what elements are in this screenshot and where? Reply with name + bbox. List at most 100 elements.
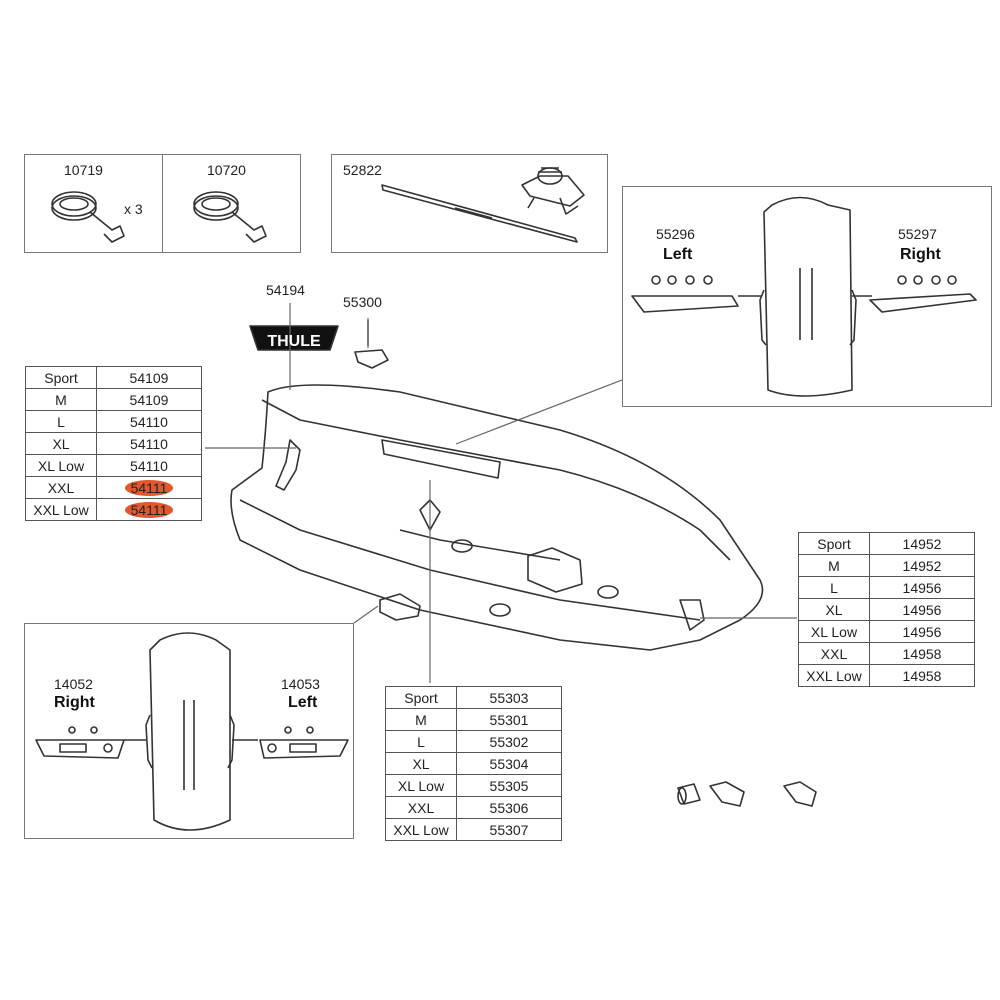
bottom-view-box <box>24 623 354 839</box>
cargo-box-illustration <box>230 384 764 651</box>
part-number-cell: 54109 <box>96 388 202 411</box>
size-cell: L <box>385 730 457 753</box>
part-number-54194: 54194 <box>266 282 305 298</box>
part-number-cell: 54110 <box>96 432 202 455</box>
size-cell: XL Low <box>385 774 457 797</box>
highlighted-part-number: 54111 <box>124 479 174 496</box>
size-cell: XXL <box>385 796 457 819</box>
size-cell: XL <box>385 752 457 775</box>
part-number-55297: 55297 <box>898 226 937 242</box>
size-cell: XXL <box>25 476 97 499</box>
size-cell: Sport <box>25 366 97 389</box>
cargo-box-top-icon <box>759 196 857 397</box>
size-cell: M <box>385 708 457 731</box>
part-number-cell: 54111 <box>96 476 202 499</box>
side-label-right: Right <box>900 246 941 263</box>
part-number-cell: 55304 <box>456 752 562 775</box>
screw-icon <box>651 275 957 285</box>
part-number-cell: 54110 <box>96 454 202 477</box>
lid-rail-icon <box>631 293 977 313</box>
part-number-cell: 55307 <box>456 818 562 841</box>
part-number-cell: 54110 <box>96 410 202 433</box>
rail-bar-icon <box>381 184 578 243</box>
end-cap-icon <box>354 320 389 369</box>
part-number-10720: 10720 <box>207 162 246 178</box>
strap-quantity: x 3 <box>124 201 143 217</box>
part-number-cell: 55301 <box>456 708 562 731</box>
table-row: XXL Low 54111 <box>25 498 202 521</box>
part-number-cell: 14958 <box>869 642 975 665</box>
part-number-55296: 55296 <box>656 226 695 242</box>
part-number-14053: 14053 <box>281 676 320 692</box>
side-label-left: Left <box>663 246 693 263</box>
part-number-cell: 54111 <box>96 498 202 521</box>
lock-cylinder-icon <box>677 783 701 805</box>
side-label-left-bottom: Left <box>288 694 318 711</box>
cargo-box-top-icon <box>145 632 235 831</box>
part-number-cell: 14952 <box>869 532 975 555</box>
size-cell: XXL Low <box>25 498 97 521</box>
strap-icon <box>193 191 267 243</box>
lid-rail-icon <box>35 739 349 759</box>
leader-lines <box>205 303 797 683</box>
part-number-cell: 14952 <box>869 554 975 577</box>
logo-badge-icon <box>249 325 339 351</box>
table-row: XXL 54111 <box>25 476 202 499</box>
mount-clamp-icon <box>521 167 585 215</box>
size-cell: M <box>798 554 870 577</box>
highlighted-part-number: 54111 <box>124 501 174 518</box>
size-cell: Sport <box>798 532 870 555</box>
part-number-14052: 14052 <box>54 676 93 692</box>
size-cell: XXL <box>798 642 870 665</box>
part-number-cell: 55303 <box>456 686 562 709</box>
size-cell: XXL Low <box>798 664 870 687</box>
part-number-cell: 14956 <box>869 598 975 621</box>
size-cell: L <box>25 410 97 433</box>
side-label-right-bottom: Right <box>54 694 95 711</box>
screw-icon <box>68 726 314 734</box>
part-number-cell: 55302 <box>456 730 562 753</box>
size-cell: Sport <box>385 686 457 709</box>
part-number-55300: 55300 <box>343 294 382 310</box>
key-icon <box>709 781 817 807</box>
part-number-cell: 54109 <box>96 366 202 389</box>
part-number-10719: 10719 <box>64 162 103 178</box>
size-cell: L <box>798 576 870 599</box>
part-number-52822: 52822 <box>343 162 382 178</box>
part-number-cell: 55306 <box>456 796 562 819</box>
size-cell: M <box>25 388 97 411</box>
strap-divider <box>162 154 163 253</box>
size-cell: XL Low <box>798 620 870 643</box>
part-number-cell: 14956 <box>869 620 975 643</box>
part-number-cell: 14956 <box>869 576 975 599</box>
part-number-cell: 55305 <box>456 774 562 797</box>
size-cell: XL <box>798 598 870 621</box>
part-number-cell: 14958 <box>869 664 975 687</box>
logo-text: THULE <box>267 333 321 350</box>
size-cell: XL <box>25 432 97 455</box>
strap-icon <box>51 191 125 243</box>
size-cell: XXL Low <box>385 818 457 841</box>
